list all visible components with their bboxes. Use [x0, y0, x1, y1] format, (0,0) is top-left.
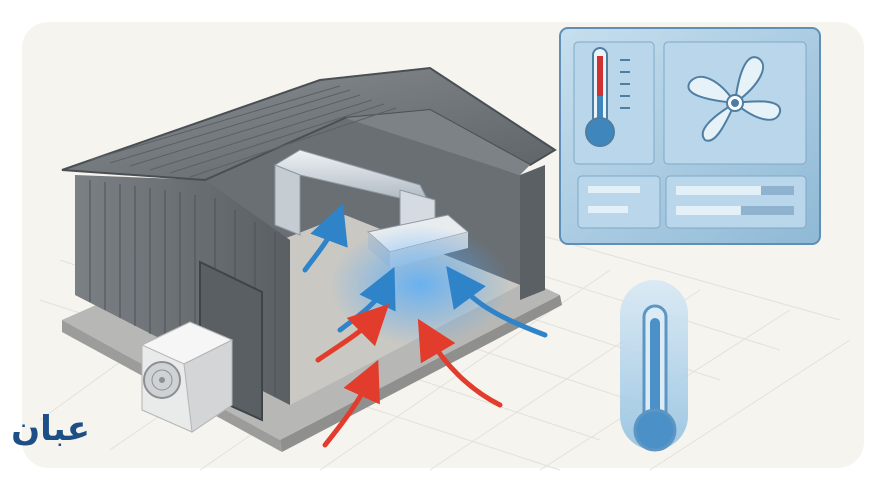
- warm-air-arrow: [322, 359, 380, 448]
- roof-ribs: [89, 85, 397, 178]
- warm-air-arrow: [315, 303, 390, 363]
- right-wall: [520, 165, 545, 300]
- thermometer-icon: [585, 47, 630, 147]
- climate-dashboard: [559, 27, 821, 245]
- level-bar-fill: [676, 186, 761, 195]
- brand-logo: عبان: [11, 409, 90, 449]
- cool-air-glow: [330, 225, 510, 345]
- outdoor-ac-unit: [140, 321, 234, 433]
- cool-air-arrow: [302, 203, 348, 273]
- large-thermometer-icon: [620, 280, 688, 452]
- airflow-arrows: [302, 203, 548, 448]
- warm-air-arrow: [417, 318, 503, 408]
- cool-air-arrow: [446, 265, 548, 338]
- level-bars: [676, 186, 794, 215]
- level-bar-fill: [676, 206, 741, 215]
- fan-icon: [687, 56, 782, 142]
